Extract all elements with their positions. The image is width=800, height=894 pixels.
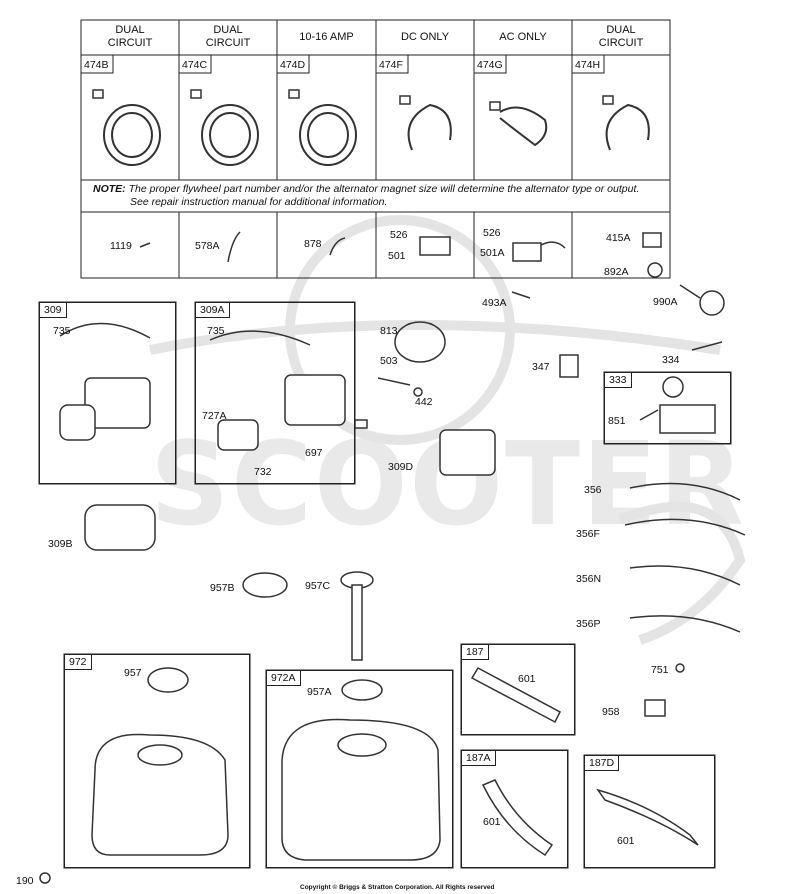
part-851: 851 [608, 415, 626, 427]
part-878: 878 [304, 238, 322, 250]
part-697: 697 [305, 447, 323, 459]
part-735-a: 735 [53, 325, 71, 337]
part-957c: 957C [305, 580, 331, 592]
part-751: 751 [651, 664, 669, 676]
part-493a: 493A [482, 297, 507, 309]
part-578a: 578A [195, 240, 220, 252]
part-503: 503 [380, 355, 398, 367]
part-356f: 356F [576, 528, 600, 540]
column-header-1: DUAL CIRCUIT [107, 24, 153, 49]
part-501: 501 [388, 250, 406, 262]
box-972a: 972A [266, 670, 453, 868]
part-code-474c: 474C [182, 59, 208, 71]
column-header-6: DUAL CIRCUIT [598, 24, 644, 49]
part-442: 442 [415, 396, 433, 408]
box-tag-309: 309 [40, 303, 67, 318]
part-957a: 957A [307, 686, 332, 698]
part-code-474d: 474D [280, 59, 306, 71]
part-415a: 415A [606, 232, 631, 244]
box-309a: 309A [195, 302, 355, 484]
box-tag-333: 333 [605, 373, 632, 388]
part-code-474g: 474G [477, 59, 503, 71]
part-892a: 892A [604, 266, 629, 278]
part-957b: 957B [210, 582, 235, 594]
box-tag-309a: 309A [196, 303, 230, 318]
part-347: 347 [532, 361, 550, 373]
copyright-text: Copyright © Briggs & Stratton Corporatio… [300, 884, 495, 891]
part-958: 958 [602, 706, 620, 718]
box-tag-972a: 972A [267, 671, 301, 686]
box-tag-187d: 187D [585, 756, 620, 771]
part-526-b: 526 [483, 227, 501, 239]
part-309d: 309D [388, 461, 414, 473]
box-309: 309 [39, 302, 176, 484]
part-732: 732 [254, 466, 272, 478]
box-tag-187: 187 [462, 645, 489, 660]
box-tag-972: 972 [65, 655, 92, 670]
box-tag-187a: 187A [462, 751, 496, 766]
note-label: NOTE: [93, 183, 126, 195]
part-990a: 990A [653, 296, 678, 308]
part-526-a: 526 [390, 229, 408, 241]
part-601-c: 601 [617, 835, 635, 847]
column-header-3: 10-16 AMP [299, 31, 354, 43]
column-header-5: AC ONLY [499, 31, 547, 43]
part-356p: 356P [576, 618, 601, 630]
part-1119: 1119 [110, 240, 132, 252]
part-code-474b: 474B [84, 59, 109, 71]
box-187a: 187A [461, 750, 568, 868]
part-334: 334 [662, 354, 680, 366]
part-601-b: 601 [483, 816, 501, 828]
part-356n: 356N [576, 573, 602, 585]
part-601-a: 601 [518, 673, 536, 685]
box-187: 187 [461, 644, 575, 735]
part-190: 190 [16, 875, 34, 887]
note-line-2: See repair instruction manual for additi… [130, 196, 388, 208]
note-line-1: NOTE: The proper flywheel part number an… [93, 183, 639, 196]
box-187d: 187D [584, 755, 715, 868]
part-356: 356 [584, 484, 602, 496]
column-header-4: DC ONLY [400, 31, 450, 43]
part-501a: 501A [480, 247, 505, 259]
part-727a: 727A [202, 410, 227, 422]
part-309b: 309B [48, 538, 73, 550]
box-333: 333 [604, 372, 731, 444]
part-957: 957 [124, 667, 142, 679]
part-code-474f: 474F [379, 59, 403, 71]
part-813: 813 [380, 325, 398, 337]
part-735-b: 735 [207, 325, 225, 337]
column-header-2: DUAL CIRCUIT [205, 24, 251, 49]
box-972: 972 [64, 654, 250, 868]
part-code-474h: 474H [575, 59, 601, 71]
note-text-1: The proper flywheel part number and/or t… [125, 183, 640, 195]
